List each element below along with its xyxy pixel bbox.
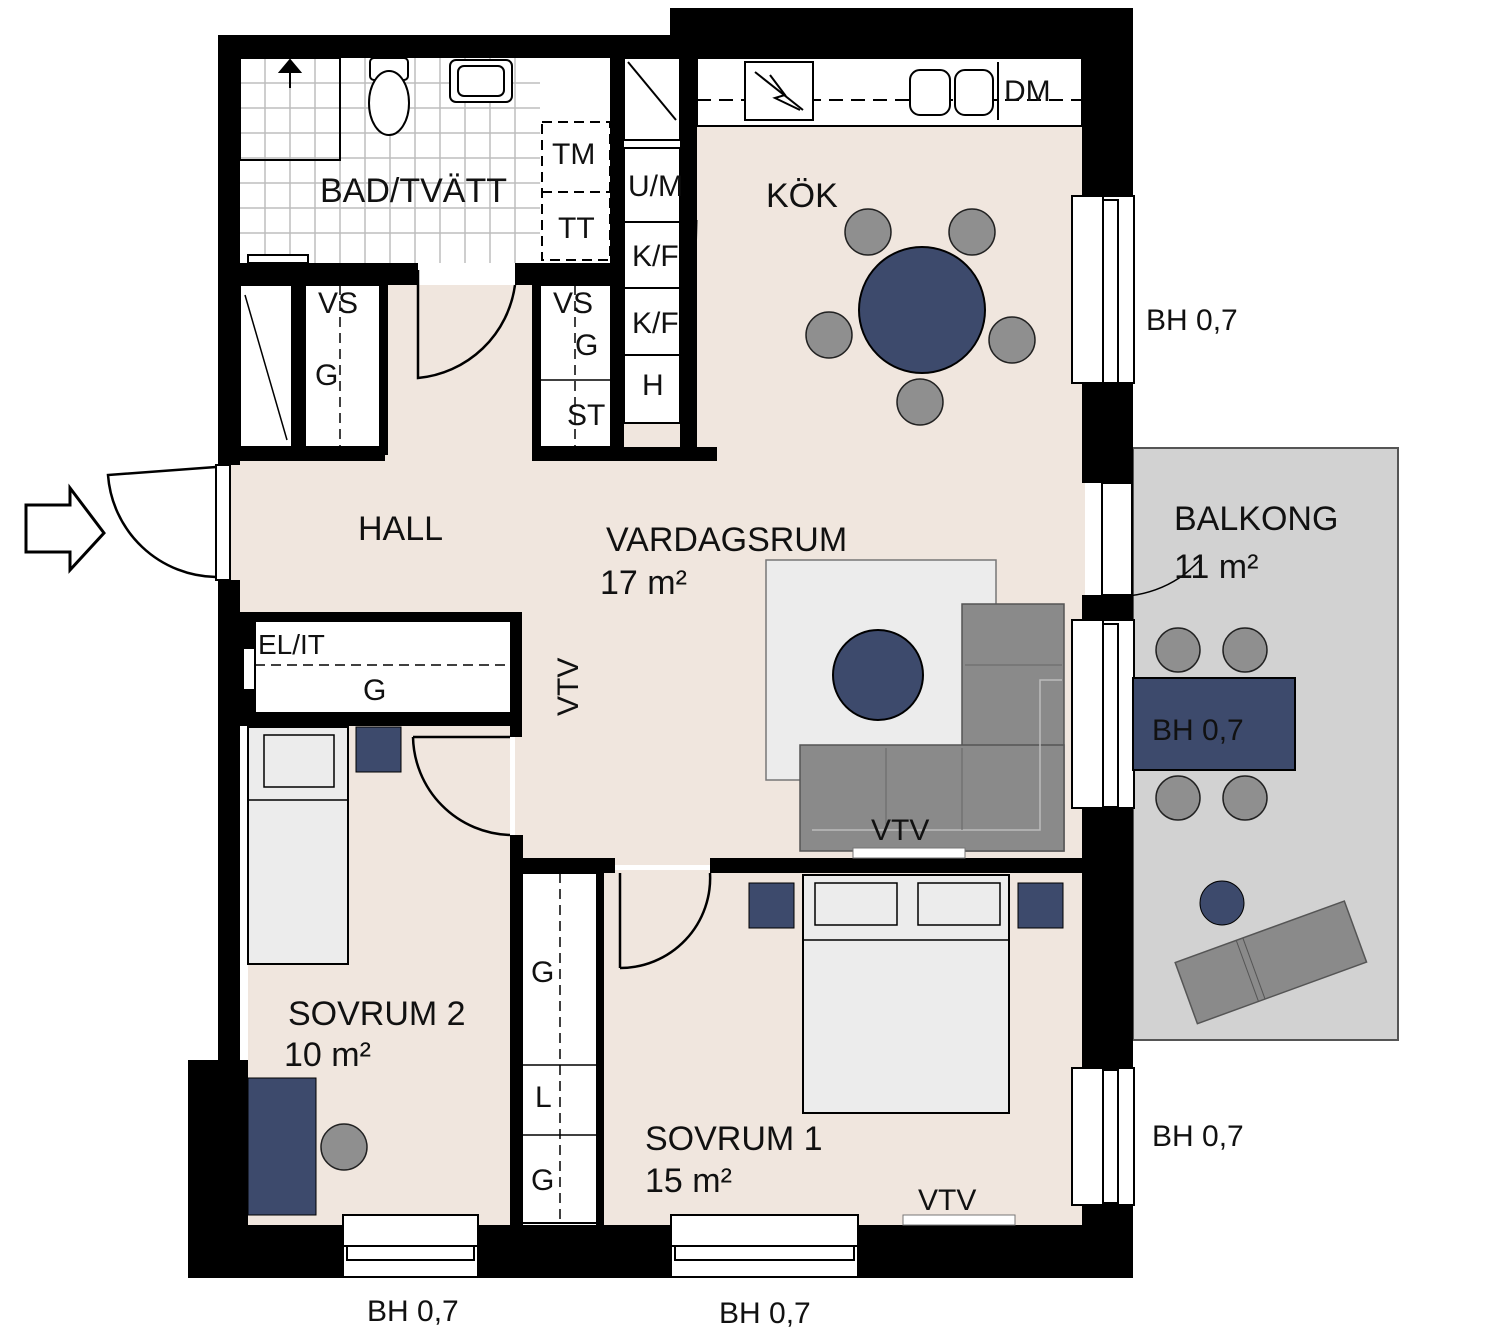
room-area-balkong: 11 m² xyxy=(1174,548,1258,586)
nightstand xyxy=(1017,882,1064,929)
fixture-g3: G xyxy=(363,674,386,707)
balcony-table xyxy=(1132,677,1296,771)
dining-set xyxy=(805,208,1036,426)
nightstand xyxy=(355,726,402,773)
closet-vs-right xyxy=(539,284,616,448)
chair xyxy=(1155,627,1201,673)
room-area-sovrum1: 15 m² xyxy=(645,1162,732,1200)
tall-cabinets xyxy=(623,147,681,424)
toilet-bowl-icon xyxy=(368,70,410,136)
fixture-tm: TM xyxy=(552,138,595,171)
doors xyxy=(106,270,1201,970)
entrance-door xyxy=(106,465,217,579)
hall-window-small xyxy=(242,647,256,691)
entrance-door-frame xyxy=(215,464,231,581)
room-label-sovrum1: SOVRUM 1 xyxy=(645,1120,823,1158)
chair xyxy=(844,208,892,256)
shower-drain-icon xyxy=(277,58,303,88)
room-label-balkong: BALKONG xyxy=(1174,500,1338,538)
bath-cabinet xyxy=(247,254,309,264)
room-label-bad: BAD/TVÄTT xyxy=(320,172,507,210)
kitchen-fixtures xyxy=(623,57,1082,424)
window-label-sovrum1: BH 0,7 xyxy=(1152,1120,1244,1153)
dining-table xyxy=(858,246,986,374)
tv-bench xyxy=(852,847,966,859)
desk-chair xyxy=(320,1123,368,1171)
room-area-vardagsrum: 17 m² xyxy=(600,564,687,602)
pillow xyxy=(814,882,898,926)
living-furniture xyxy=(765,559,1065,859)
chair xyxy=(1155,775,1201,821)
sovrum1-furniture xyxy=(748,874,1064,1226)
chair xyxy=(805,311,853,359)
window-label-balkong: BH 0,7 xyxy=(1152,714,1244,747)
labels: BAD/TVÄTT KÖK HALL VARDAGSRUM 17 m² BALK… xyxy=(258,75,1338,1330)
side-table xyxy=(1199,880,1245,926)
fixture-dm: DM xyxy=(1004,75,1051,108)
desk xyxy=(247,1077,317,1216)
balcony-door xyxy=(1101,559,1201,597)
sun-lounger xyxy=(1174,900,1368,1025)
entrance-arrow-icon xyxy=(24,483,106,574)
fixture-g1: G xyxy=(315,359,338,392)
window-balkong-door xyxy=(1101,482,1133,596)
nightstand xyxy=(748,882,795,929)
tv-bench xyxy=(902,1214,1016,1226)
shower xyxy=(239,57,341,161)
fixture-l: L xyxy=(535,1081,552,1114)
window-label-sovrum1-bottom: BH 0,7 xyxy=(719,1297,811,1330)
fixture-kf1: K/F xyxy=(632,240,679,273)
bathroom-door xyxy=(416,270,517,380)
chair xyxy=(988,316,1036,364)
sovrum2-furniture xyxy=(247,726,402,1216)
fixture-kf2: K/F xyxy=(632,307,679,340)
balcony-furniture xyxy=(1132,627,1368,1025)
fixture-vtv-hall: VTV xyxy=(552,658,585,716)
fixture-h: H xyxy=(642,369,664,402)
chair xyxy=(948,208,996,256)
fixture-tt: TT xyxy=(558,212,595,245)
closet-lines xyxy=(244,285,615,1223)
pillow xyxy=(263,734,335,788)
fixture-vs1: VS xyxy=(318,287,358,320)
room-label-sovrum2: SOVRUM 2 xyxy=(288,995,466,1033)
room-area-sovrum2: 10 m² xyxy=(284,1036,371,1074)
sovrum1-door xyxy=(619,872,712,970)
room-label-kok: KÖK xyxy=(766,177,838,215)
window-label-sovrum2-bottom: BH 0,7 xyxy=(367,1295,459,1328)
sofa-seat xyxy=(799,744,1065,852)
room-label-hall: HALL xyxy=(358,510,443,548)
fixture-vs2: VS xyxy=(553,287,593,320)
fixture-elit: EL/IT xyxy=(258,629,325,660)
kitchen-corner-unit xyxy=(623,57,681,141)
fixture-um: U/M xyxy=(628,170,683,203)
fixture-g2: G xyxy=(575,329,598,362)
windows xyxy=(215,195,1135,1278)
fixture-vtv-living: VTV xyxy=(871,814,929,847)
fixture-vtv-sovrum1: VTV xyxy=(918,1184,976,1217)
chair xyxy=(1222,775,1268,821)
room-label-vardagsrum: VARDAGSRUM xyxy=(606,521,847,559)
fixture-g5: G xyxy=(531,1164,554,1197)
chair xyxy=(1222,627,1268,673)
chair xyxy=(896,378,944,426)
kitchen-sink-icon xyxy=(909,69,951,116)
sovrum2-door xyxy=(411,736,511,837)
corridor-floor xyxy=(515,735,610,870)
fixture-st: ST xyxy=(567,399,605,432)
walls xyxy=(188,8,1133,1278)
fixture-g4: G xyxy=(531,956,554,989)
window-label-kok: BH 0,7 xyxy=(1146,304,1238,337)
coffee-table xyxy=(832,629,924,721)
bathroom-fixtures xyxy=(239,57,611,264)
pillow xyxy=(917,882,1001,926)
